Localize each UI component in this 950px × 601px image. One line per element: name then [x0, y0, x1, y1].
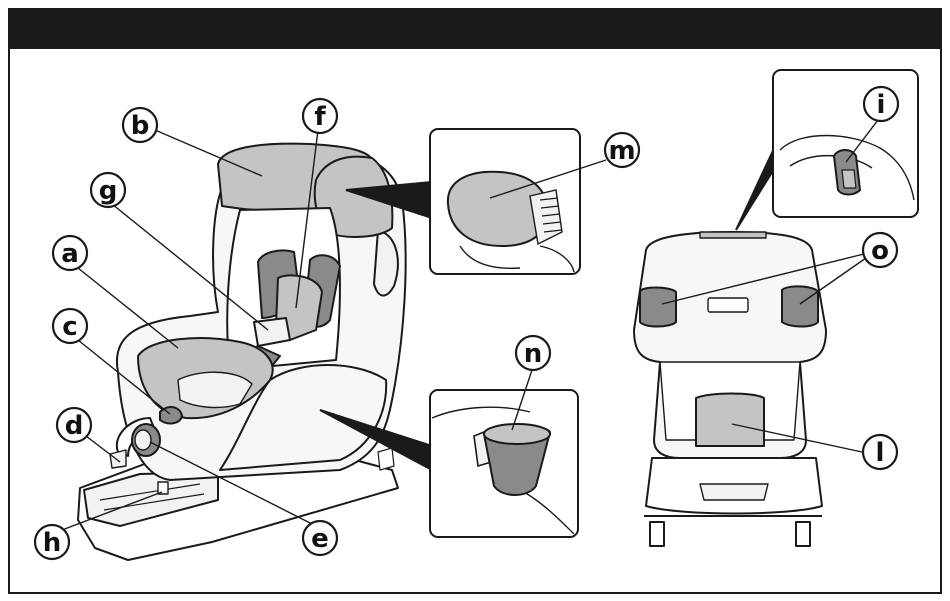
cupholder-rim — [484, 424, 550, 444]
callout-g: g — [91, 173, 125, 207]
callout-e-label: e — [311, 524, 329, 554]
isofix-arm-left — [650, 522, 664, 546]
callout-i: i — [864, 87, 898, 121]
callout-h: h — [35, 525, 69, 559]
main-seat-illustration — [78, 144, 406, 560]
callout-h-label: h — [43, 528, 62, 558]
callout-m-label: m — [608, 136, 635, 166]
tether-strap-inner — [842, 170, 856, 188]
manual-pocket — [696, 394, 764, 447]
callout-n-label: n — [524, 339, 543, 369]
adjust-handle — [160, 407, 182, 423]
callout-o: o — [863, 233, 897, 267]
rear-label-slot — [708, 298, 748, 312]
isofix-arm-right — [796, 522, 810, 546]
callout-m: m — [605, 133, 639, 167]
rear-view-illustration — [634, 232, 826, 546]
base-marker — [378, 448, 394, 470]
callout-e: e — [303, 521, 337, 555]
callout-l: l — [863, 435, 897, 469]
rear-handle-left — [640, 288, 676, 327]
rotation-knob-cap — [135, 430, 151, 450]
rear-base-detail — [700, 484, 768, 500]
callout-d-label: d — [65, 411, 84, 441]
callout-c: c — [53, 309, 87, 343]
lever-tip — [110, 450, 126, 468]
callout-b-label: b — [131, 111, 150, 141]
callout-f-label: f — [314, 102, 326, 132]
callout-c-label: c — [62, 312, 77, 342]
header-bar — [9, 9, 941, 49]
callout-f: f — [303, 99, 337, 133]
callout-o-label: o — [871, 236, 889, 266]
callout-a-label: a — [61, 239, 79, 269]
callout-a: a — [53, 236, 87, 270]
callout-n: n — [516, 336, 550, 370]
leader-line-d — [86, 436, 120, 462]
callout-g-label: g — [99, 176, 118, 206]
callout-i-label: i — [877, 90, 886, 120]
callout-d: d — [57, 408, 91, 442]
callout-b: b — [123, 108, 157, 142]
isofix-indicator — [158, 482, 168, 494]
rear-handle-right — [782, 286, 818, 326]
callout-l-label: l — [876, 438, 885, 468]
seat-pad — [178, 372, 252, 407]
rear-top-cap — [700, 232, 766, 238]
